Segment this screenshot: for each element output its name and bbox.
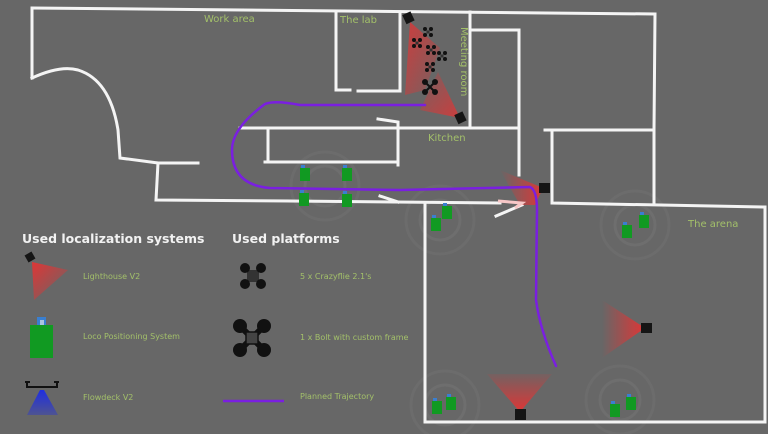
legend-label-loco: Loco Positioning System xyxy=(83,332,180,341)
legend-crazyflie-icon xyxy=(240,263,266,289)
room-label-kitchen: Kitchen xyxy=(428,133,466,144)
loco-anchor-icon xyxy=(446,394,456,410)
loco-anchor-icon xyxy=(442,203,452,219)
lighthouse-stations xyxy=(402,11,652,420)
legend-bolt-icon xyxy=(233,319,271,357)
legend-label-lighthouse: Lighthouse V2 xyxy=(83,272,141,281)
legend-label-crazyflie: 5 x Crazyflie 2.1's xyxy=(300,272,372,281)
legend-label-flowdeck: Flowdeck V2 xyxy=(83,393,134,402)
legend-label-trajectory: Planned Trajectory xyxy=(300,392,375,401)
loco-anchor-icon xyxy=(342,165,352,181)
legend-heading-localization: Used localization systems xyxy=(22,231,205,246)
lighthouse-icon xyxy=(515,409,526,420)
loco-anchor-icon xyxy=(639,212,649,228)
legend-lighthouse-icon xyxy=(24,251,68,300)
legend-flowdeck-icon xyxy=(25,381,59,415)
planned-trajectory xyxy=(230,101,558,368)
legend-label-bolt: 1 x Bolt with custom frame xyxy=(300,333,409,342)
crazyflie-drone-icon xyxy=(423,27,433,37)
room-label-the-lab: The lab xyxy=(340,15,378,26)
drones xyxy=(412,27,447,95)
crazyflie-drone-icon xyxy=(437,51,447,61)
loco-anchor-icon xyxy=(626,394,636,410)
room-label-work-area: Work area xyxy=(204,14,255,25)
loco-anchor-icon xyxy=(432,398,442,414)
loco-anchor-icon xyxy=(300,165,310,181)
room-label-meeting-room: Meeting room xyxy=(458,27,469,97)
loco-anchor-icon xyxy=(431,215,441,231)
bolt-drone-icon xyxy=(422,79,438,95)
lighthouse-icon xyxy=(402,11,415,25)
loco-anchor-icon xyxy=(342,191,352,207)
lighthouse-beams xyxy=(405,22,645,412)
lighthouse-icon xyxy=(539,183,550,193)
walls xyxy=(30,6,767,424)
lighthouse-icon xyxy=(454,111,467,125)
loco-anchor-icon xyxy=(610,401,620,417)
loco-anchor-icon xyxy=(622,222,632,238)
legend-heading-platforms: Used platforms xyxy=(232,231,340,246)
room-label-the-arena: The arena xyxy=(688,219,739,230)
lighthouse-icon xyxy=(641,323,652,333)
kitchen-door xyxy=(497,199,527,210)
legend-loco-anchor-icon xyxy=(30,317,53,358)
